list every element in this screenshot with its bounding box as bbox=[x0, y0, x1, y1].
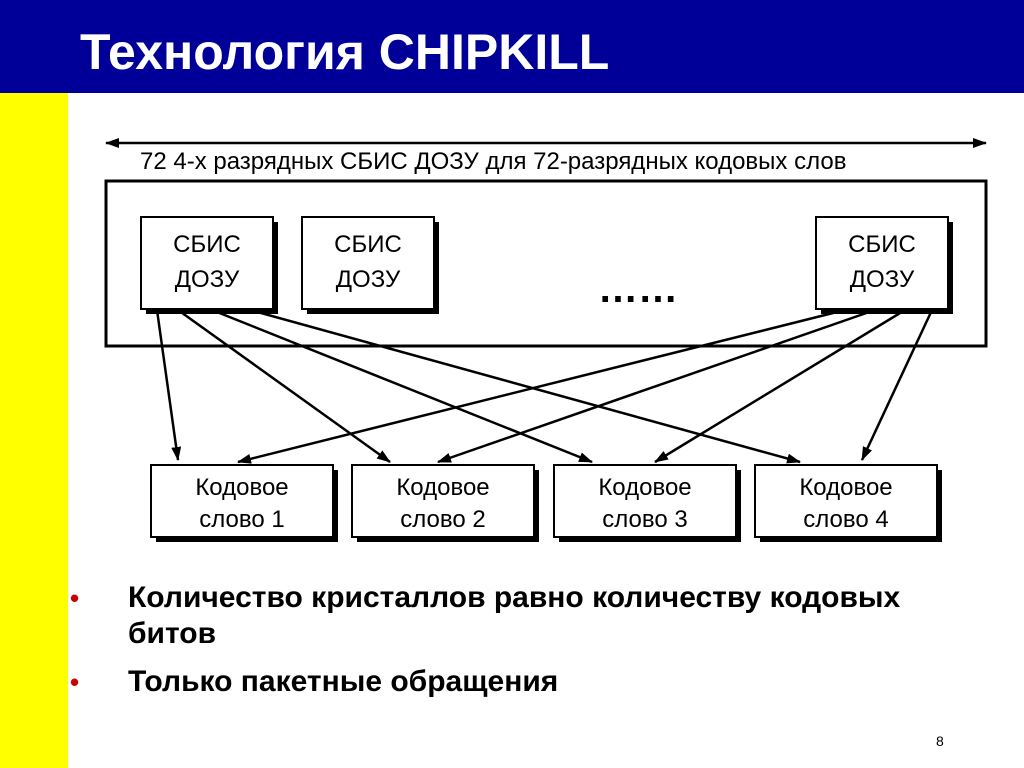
memory-module bbox=[104, 179, 988, 348]
bullet-item-2: • Только пакетные обращения bbox=[70, 664, 970, 700]
side-strip bbox=[0, 93, 68, 768]
chip-1-line1: СБИС bbox=[173, 231, 241, 258]
codeword-1: Кодовое слово 1 bbox=[150, 464, 338, 542]
chip-2: СБИС ДОЗУ bbox=[301, 216, 439, 314]
codeword-1-line1: Кодовое bbox=[195, 474, 288, 501]
chip-2-line1: СБИС bbox=[334, 231, 402, 258]
arrow-chip1-word2 bbox=[177, 308, 391, 464]
arrow-chip3-word4 bbox=[860, 309, 934, 461]
chip-3-line2: ДОЗУ bbox=[850, 266, 915, 293]
bullet-marker: • bbox=[70, 667, 80, 697]
page-number: 8 bbox=[936, 733, 944, 749]
chip-2-line2: ДОЗУ bbox=[336, 266, 401, 293]
arrow-chip1-word4 bbox=[249, 308, 801, 464]
codeword-3-line1: Кодовое bbox=[598, 474, 691, 501]
bullet-marker: • bbox=[70, 583, 80, 613]
codeword-4-line2: слово 4 bbox=[803, 506, 888, 533]
chip-3: СБИС ДОЗУ bbox=[815, 216, 953, 314]
bullet-text-1: Количество кристаллов равно количеству к… bbox=[128, 581, 901, 650]
arrow-chip1-word1 bbox=[155, 309, 182, 461]
codeword-4-line1: Кодовое bbox=[799, 474, 892, 501]
bullet-list: • Количество кристаллов равно количеству… bbox=[70, 580, 970, 712]
chip-1: СБИС ДОЗУ bbox=[140, 216, 278, 314]
codeword-1-line2: слово 1 bbox=[199, 506, 284, 533]
bullet-item-1: • Количество кристаллов равно количеству… bbox=[70, 580, 970, 652]
codeword-3-line2: слово 3 bbox=[602, 506, 687, 533]
slide-title: Технология CHIPKILL bbox=[80, 24, 610, 80]
bullet-text-2: Только пакетные обращения bbox=[128, 665, 559, 698]
codeword-3: Кодовое слово 3 bbox=[553, 464, 741, 542]
codeword-4: Кодовое слово 4 bbox=[754, 464, 942, 542]
arrow-chip3-word2 bbox=[437, 308, 876, 464]
span-label: 72 4-х разрядных СБИС ДОЗУ для 72-разряд… bbox=[140, 148, 846, 175]
arrow-chip3-word3 bbox=[654, 308, 906, 464]
chip-3-line1: СБИС bbox=[848, 231, 916, 258]
connection-arrows bbox=[155, 308, 934, 464]
chip-ellipsis: …… bbox=[598, 267, 678, 311]
codeword-2: Кодовое слово 2 bbox=[351, 464, 539, 542]
codeword-2-line2: слово 2 bbox=[400, 506, 485, 533]
arrow-chip3-word1 bbox=[237, 308, 846, 464]
chip-1-line2: ДОЗУ bbox=[175, 266, 240, 293]
codeword-2-line1: Кодовое bbox=[396, 474, 489, 501]
title-bar: Технология CHIPKILL bbox=[0, 0, 1024, 93]
arrow-chip1-word3 bbox=[211, 308, 593, 464]
